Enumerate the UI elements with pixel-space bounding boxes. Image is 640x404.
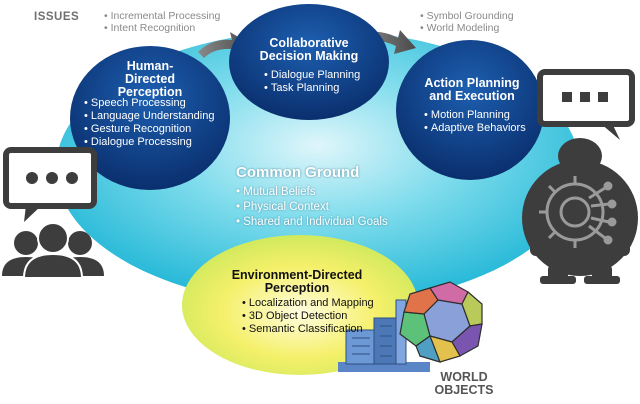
issues-heading: ISSUES xyxy=(34,11,80,23)
human-directed-list: Speech Processing Language Understanding… xyxy=(84,97,215,149)
issues-right-list: Symbol Grounding World Modeling xyxy=(420,10,514,34)
speech-bubble-icon xyxy=(537,69,635,140)
dodecahedron-icon xyxy=(399,281,483,363)
human-directed-title: Human- Directed Perception xyxy=(117,59,183,99)
list-item: Task Planning xyxy=(264,82,360,95)
action-planning-list: Motion Planning Adaptive Behaviors xyxy=(424,109,526,135)
gear-circuit-icon xyxy=(539,176,617,248)
list-item: Dialogue Processing xyxy=(84,136,214,149)
issue-item: World Modeling xyxy=(420,22,514,34)
list-item: Speech Processing xyxy=(84,97,214,110)
collaborative-title: Collaborative Decision Making xyxy=(259,36,359,63)
list-item: Physical Context xyxy=(236,200,388,215)
environment-title: Environment-Directed Perception xyxy=(231,268,363,295)
common-ground-list: Mutual Beliefs Physical Context Shared a… xyxy=(236,185,388,230)
list-item: Mutual Beliefs xyxy=(236,185,388,200)
issue-item: Incremental Processing xyxy=(104,10,221,22)
list-item: 3D Object Detection xyxy=(242,310,374,323)
list-item: Motion Planning xyxy=(424,109,526,122)
list-item: Adaptive Behaviors xyxy=(424,122,526,135)
issues-left-list: Incremental Processing Intent Recognitio… xyxy=(104,10,221,34)
common-ground-title: Common Ground xyxy=(236,164,360,181)
action-planning-title: Action Planning and Execution xyxy=(424,76,520,103)
issue-item: Intent Recognition xyxy=(104,22,220,34)
speech-bubble-icon xyxy=(3,147,97,222)
list-item: Dialogue Planning xyxy=(264,69,360,82)
environment-list: Localization and Mapping 3D Object Detec… xyxy=(242,297,374,336)
issue-item: Symbol Grounding xyxy=(420,10,514,22)
list-item: Localization and Mapping xyxy=(242,297,374,310)
collaborative-list: Dialogue Planning Task Planning xyxy=(264,69,360,95)
world-objects-label: WORLD OBJECTS xyxy=(434,370,494,397)
list-item: Gesture Recognition xyxy=(84,123,214,136)
list-item: Shared and Individual Goals xyxy=(236,215,388,230)
list-item: Semantic Classification xyxy=(242,323,374,336)
people-icon xyxy=(2,222,104,279)
list-item: Language Understanding xyxy=(84,110,215,123)
